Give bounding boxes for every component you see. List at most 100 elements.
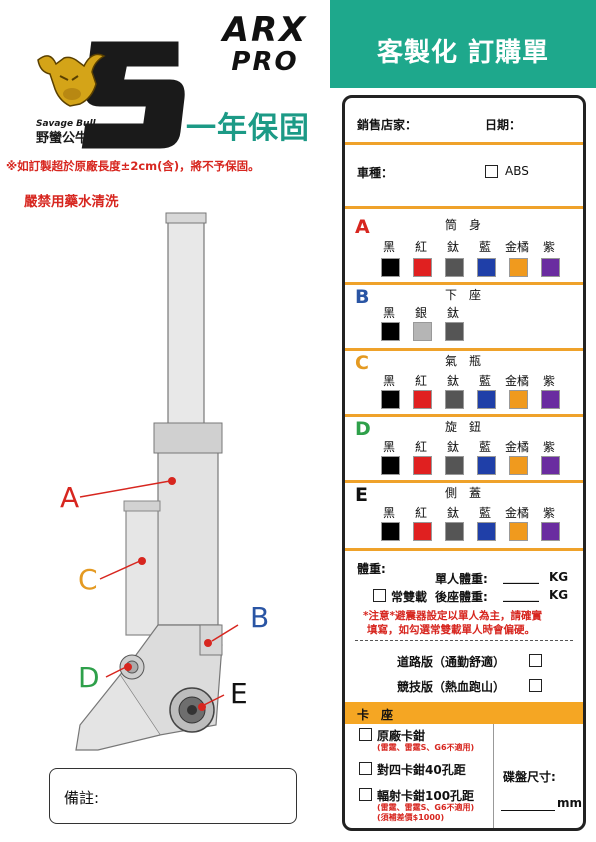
fork-diagram: A C B D E — [40, 205, 300, 765]
color-label: 金橘 — [505, 374, 530, 388]
swatch-blue[interactable] — [477, 258, 496, 277]
caliper-option-radial-price-note: (須補差價$1000) — [377, 813, 445, 822]
color-label: 金橘 — [505, 240, 530, 254]
swatch-black[interactable] — [381, 390, 400, 409]
swatch-red[interactable] — [413, 522, 432, 541]
weight-label: 體重: — [357, 562, 386, 576]
warranty-label: 一年保固 — [186, 111, 310, 146]
race-version-label: 競技版（熱血跑山） — [397, 680, 506, 694]
swatch-gold-orange[interactable] — [509, 258, 528, 277]
swatch-gold-orange[interactable] — [509, 456, 528, 475]
double-ride-checkbox[interactable] — [373, 589, 386, 602]
swatch-gold-orange[interactable] — [509, 522, 528, 541]
caliper-option-four-piston-checkbox[interactable] — [359, 762, 372, 775]
swatch-blue[interactable] — [477, 390, 496, 409]
caliper-divider-vertical — [493, 724, 494, 828]
disc-size-label: 碟盤尺寸: — [503, 770, 556, 784]
swatch-purple[interactable] — [541, 522, 560, 541]
race-version-checkbox[interactable] — [529, 679, 542, 692]
swatch-purple[interactable] — [541, 390, 560, 409]
caliper-header-bar: 卡 座 — [345, 702, 583, 724]
swatch-titanium[interactable] — [445, 390, 464, 409]
swatch-blue[interactable] — [477, 456, 496, 475]
rear-weight-unit: KG — [549, 588, 569, 602]
caution-text-line2: 填寫，如勾選常雙載單人時會偏硬。 — [367, 624, 535, 636]
color-label: 紅 — [415, 440, 428, 454]
product-name-line1: ARX — [222, 10, 308, 50]
single-weight-label: 單人體重: — [435, 572, 488, 586]
color-label: 紅 — [415, 506, 428, 520]
color-label: 鈦 — [447, 306, 460, 320]
color-label: 紫 — [543, 506, 556, 520]
section-b-letter: B — [355, 286, 370, 308]
divider — [345, 282, 583, 285]
diagram-label-a: A — [60, 481, 80, 514]
color-label: 銀 — [415, 306, 428, 320]
swatch-titanium[interactable] — [445, 456, 464, 475]
swatch-gold-orange[interactable] — [509, 390, 528, 409]
color-label: 鈦 — [447, 440, 460, 454]
disc-size-unit: mm — [557, 796, 583, 810]
swatch-titanium[interactable] — [445, 322, 464, 341]
single-weight-unit: KG — [549, 570, 569, 584]
savage-bull-logo: Savage Bull 野蠻公牛 — [36, 38, 188, 152]
title-banner: 客製化 訂購單 — [330, 0, 596, 88]
caliper-option-radial-checkbox[interactable] — [359, 788, 372, 801]
abs-label: ABS — [505, 164, 529, 178]
single-weight-blank[interactable]: ______ — [503, 570, 539, 584]
color-label: 紫 — [543, 240, 556, 254]
swatch-black[interactable] — [381, 258, 400, 277]
order-form: 銷售店家： 日期： 車種： ABS A 筒 身 黑 紅 鈦 藍 金橘 紫 B 下… — [342, 95, 586, 831]
fork-illustration — [75, 212, 239, 751]
store-label: 銷售店家： — [357, 118, 418, 132]
color-label: 藍 — [479, 440, 492, 454]
color-label: 紅 — [415, 240, 428, 254]
swatch-black[interactable] — [381, 322, 400, 341]
remarks-box[interactable]: 備註: — [49, 768, 297, 824]
caliper-option-stock-note: (雷霆、雷霆S、G6不適用) — [377, 743, 475, 752]
abs-checkbox[interactable] — [485, 165, 498, 178]
section-c-title: 氣 瓶 — [445, 354, 482, 368]
rear-weight-blank[interactable]: ______ — [503, 588, 539, 602]
swatch-titanium[interactable] — [445, 258, 464, 277]
caliper-option-stock-checkbox[interactable] — [359, 728, 372, 741]
swatch-red[interactable] — [413, 456, 432, 475]
remarks-label: 備註: — [64, 789, 100, 807]
diagram-label-d: D — [78, 661, 100, 694]
rear-weight-label: 後座體重: — [435, 590, 488, 604]
color-label: 鈦 — [447, 506, 460, 520]
section-e-letter: E — [355, 484, 368, 506]
color-label: 紫 — [543, 440, 556, 454]
disc-size-input[interactable] — [501, 810, 555, 811]
side-cover-part — [169, 687, 215, 733]
divider — [345, 548, 583, 551]
swatch-silver[interactable] — [413, 322, 432, 341]
swatch-black[interactable] — [381, 456, 400, 475]
diagram-label-c: C — [78, 563, 98, 596]
color-label: 紅 — [415, 374, 428, 388]
swatch-red[interactable] — [413, 258, 432, 277]
color-label: 黑 — [383, 306, 396, 320]
brand-name-en: Savage Bull — [36, 119, 97, 129]
section-c-letter: C — [355, 352, 369, 374]
swatch-black[interactable] — [381, 522, 400, 541]
swatch-red[interactable] — [413, 390, 432, 409]
swatch-purple[interactable] — [541, 456, 560, 475]
swatch-titanium[interactable] — [445, 522, 464, 541]
caliper-option-four-piston-label: 對四卡鉗40孔距 — [377, 763, 466, 777]
color-label: 藍 — [479, 506, 492, 520]
length-warning: ※如訂製超於原廠長度±2cm(含)，將不予保固。 — [6, 159, 260, 173]
road-version-label: 道路版（通勤舒適） — [397, 655, 506, 669]
caliper-option-radial-label: 輻射卡鉗100孔距 — [377, 789, 475, 803]
swatch-purple[interactable] — [541, 258, 560, 277]
dashed-divider — [355, 640, 573, 641]
bull-head-icon — [37, 53, 106, 107]
section-a-title: 筒 身 — [445, 218, 482, 232]
road-version-checkbox[interactable] — [529, 654, 542, 667]
diagram-label-e: E — [230, 677, 248, 710]
color-label: 紫 — [543, 374, 556, 388]
color-label: 鈦 — [447, 240, 460, 254]
swatch-blue[interactable] — [477, 522, 496, 541]
caution-lead: *注意* — [363, 610, 395, 622]
color-label: 黑 — [383, 440, 396, 454]
